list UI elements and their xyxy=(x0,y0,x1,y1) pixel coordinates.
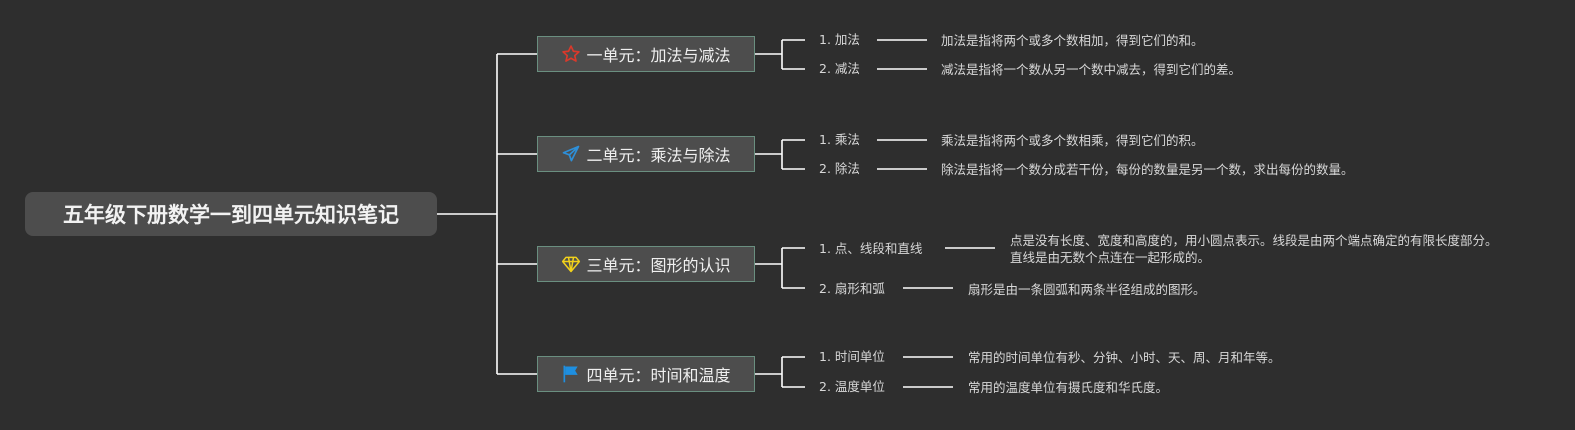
unit-node-1[interactable]: 一单元：加法与减法 xyxy=(537,36,755,72)
unit-title: 二单元：乘法与除法 xyxy=(586,146,731,165)
unit-title: 三单元：图形的认识 xyxy=(586,256,731,275)
topic-label[interactable]: 1. 时间单位 xyxy=(819,349,885,364)
topic-description: 减法是指将一个数从另一个数中减去，得到它们的差。 xyxy=(941,62,1242,77)
topic-bracket-4 xyxy=(755,356,805,388)
topic-label[interactable]: 1. 加法 xyxy=(819,32,860,47)
diamond-icon xyxy=(561,254,581,274)
topic-bracket-3 xyxy=(755,247,805,289)
topic-description: 除法是指将一个数分成若干份，每份的数量是另一个数，求出每份的数量。 xyxy=(941,162,1354,177)
topic-label[interactable]: 2. 减法 xyxy=(819,61,860,76)
topic-description: 常用的时间单位有秒、分钟、小时、天、周、月和年等。 xyxy=(968,350,1281,365)
unit-node-3[interactable]: 三单元：图形的认识 xyxy=(537,246,755,282)
unit-title: 一单元：加法与减法 xyxy=(586,46,731,65)
topic-bracket-1 xyxy=(755,39,805,70)
topic-description: 扇形是由一条圆弧和两条半径组成的图形。 xyxy=(968,282,1206,297)
topic-description: 常用的温度单位有摄氏度和华氏度。 xyxy=(968,380,1169,395)
topic-description: 乘法是指将两个或多个数相乘，得到它们的积。 xyxy=(941,133,1204,148)
topic-description: 加法是指将两个或多个数相加，得到它们的和。 xyxy=(941,33,1204,48)
unit-title: 四单元：时间和温度 xyxy=(586,366,731,385)
paper-plane-icon xyxy=(561,144,581,164)
unit-node-2[interactable]: 二单元：乘法与除法 xyxy=(537,136,755,172)
topic-label[interactable]: 2. 温度单位 xyxy=(819,379,885,394)
flag-icon xyxy=(561,364,581,384)
root-title: 五年级下册数学一到四单元知识笔记 xyxy=(63,203,399,227)
topic-label[interactable]: 1. 点、线段和直线 xyxy=(819,241,923,256)
topic-label[interactable]: 1. 乘法 xyxy=(819,132,860,147)
topic-label[interactable]: 2. 扇形和弧 xyxy=(819,281,885,296)
topic-bracket-2 xyxy=(755,139,805,170)
topic-description: 点是没有长度、宽度和高度的，用小圆点表示。线段是由两个端点确定的有限长度部分。直… xyxy=(1010,233,1498,265)
unit-node-4[interactable]: 四单元：时间和温度 xyxy=(537,356,755,392)
topic-label[interactable]: 2. 除法 xyxy=(819,161,860,176)
root-node[interactable]: 五年级下册数学一到四单元知识笔记 xyxy=(25,192,437,236)
star-icon xyxy=(561,44,581,64)
